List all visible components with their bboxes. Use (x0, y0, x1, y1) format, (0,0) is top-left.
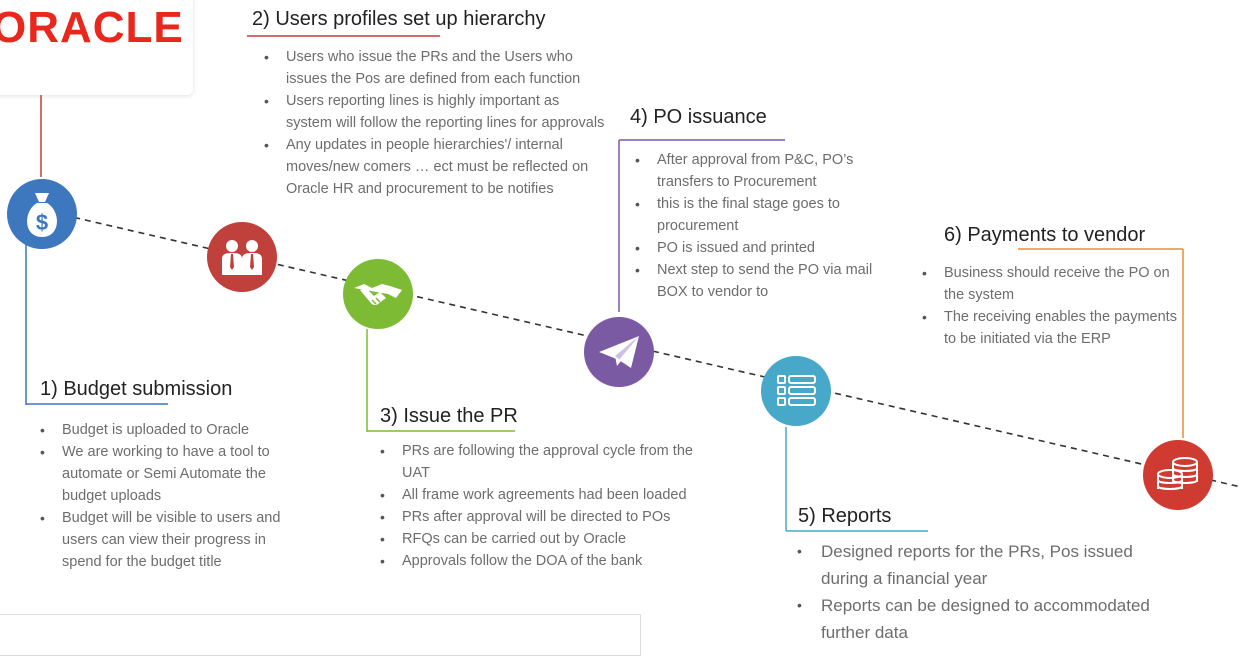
step-3-bullets: PRs are following the approval cycle fro… (376, 440, 701, 572)
list-item: Designed reports for the PRs, Pos issued… (793, 538, 1173, 592)
list-item: Budget is uploaded to Oracle (36, 419, 301, 441)
logo-card (0, 0, 193, 95)
paper-plane-icon (584, 317, 654, 387)
coins-icon (1143, 440, 1213, 510)
users-icon (207, 222, 277, 292)
list-item: RFQs can be carried out by Oracle (376, 528, 701, 550)
list-item: Business should receive the PO on the sy… (918, 262, 1178, 306)
list-item: Users who issue the PRs and the Users wh… (260, 46, 605, 90)
bottom-frame (0, 614, 641, 656)
timeline-connectors (25, 35, 1241, 532)
money-bag-icon: $ (7, 179, 77, 249)
step-5-bullets: Designed reports for the PRs, Pos issued… (793, 538, 1173, 646)
list-item: After approval from P&C, PO’s transfers … (631, 149, 881, 193)
list-item: We are working to have a tool to automat… (36, 441, 301, 507)
step-5-title: 5) Reports (798, 505, 892, 527)
list-item: All frame work agreements had been loade… (376, 484, 701, 506)
list-item: The receiving enables the payments to be… (918, 306, 1178, 350)
list-item: this is the final stage goes to procurem… (631, 193, 881, 237)
step-4-bullets: After approval from P&C, PO’s transfers … (631, 149, 881, 303)
list-item: Budget will be visible to users and user… (36, 507, 301, 573)
list-item: Reports can be designed to accommodated … (793, 592, 1173, 646)
list-item: Next step to send the PO via mail BOX to… (631, 259, 881, 303)
svg-text:$: $ (36, 210, 48, 235)
timeline-dashed-line (41, 209, 1241, 488)
step-1-title: 1) Budget submission (40, 378, 233, 400)
list-item: Approvals follow the DOA of the bank (376, 550, 701, 572)
list-item: PRs are following the approval cycle fro… (376, 440, 701, 484)
step-3-title: 3) Issue the PR (380, 405, 518, 427)
list-item: Any updates in people hierarchies'/ inte… (260, 134, 605, 200)
handshake-icon (343, 259, 413, 329)
list-item: Users reporting lines is highly importan… (260, 90, 605, 134)
step-1-bullets: Budget is uploaded to Oracle We are work… (36, 419, 301, 573)
list-item: PRs after approval will be directed to P… (376, 506, 701, 528)
list-item: PO is issued and printed (631, 237, 881, 259)
step-2-title: 2) Users profiles set up hierarchy (252, 8, 546, 30)
step-4-title: 4) PO issuance (630, 106, 767, 128)
step-6-bullets: Business should receive the PO on the sy… (918, 262, 1178, 350)
step-6-title: 6) Payments to vendor (944, 224, 1146, 246)
oracle-logo: ORACLE (0, 3, 184, 52)
list-icon (761, 356, 831, 426)
step-2-bullets: Users who issue the PRs and the Users wh… (260, 46, 605, 200)
